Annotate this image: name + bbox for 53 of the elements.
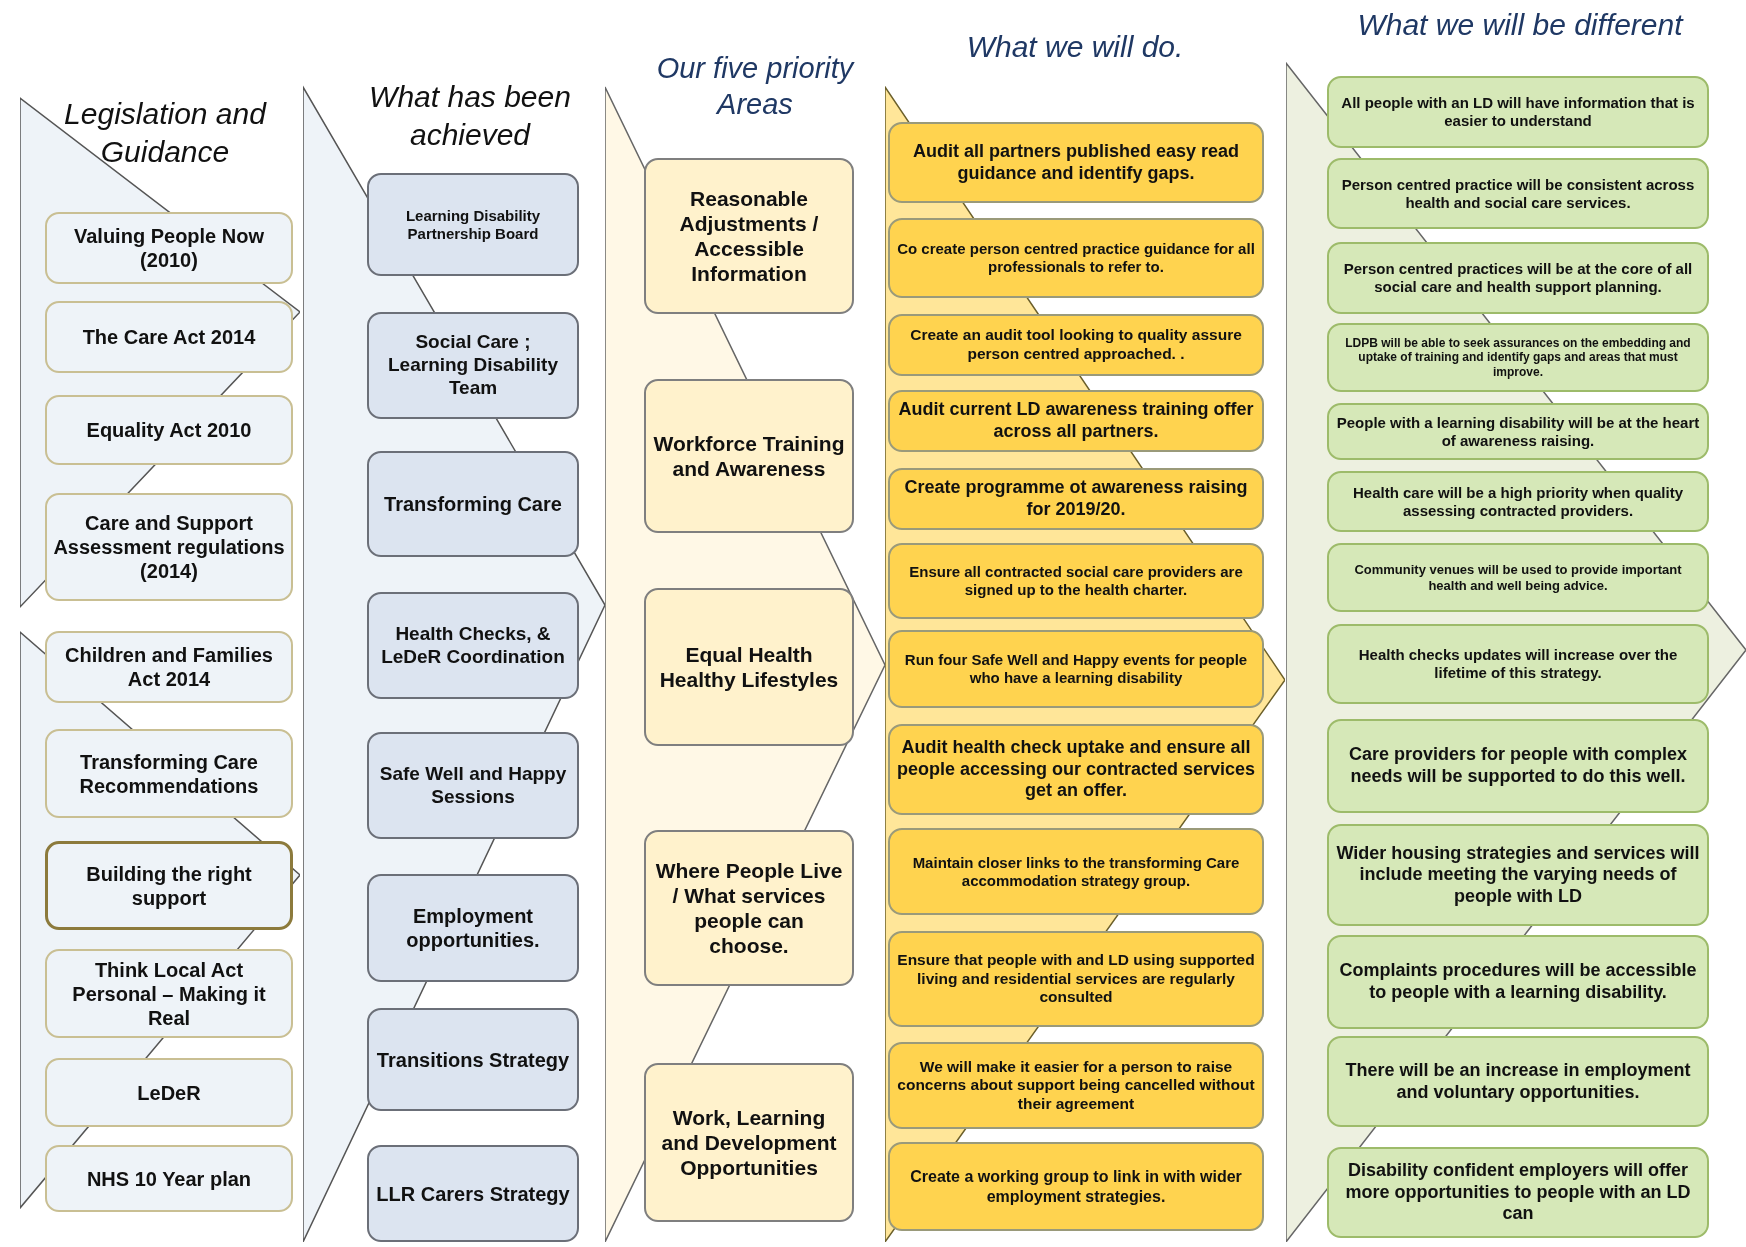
- text-card: LDPB will be able to seek assurances on the embedding and uptake of training and identify gaps and areas that must improve.: [1327, 323, 1709, 392]
- column-heading: Legislation and Guidance: [63, 96, 268, 170]
- text-card: Children and Families Act 2014: [45, 631, 293, 703]
- text-card: Equality Act 2010: [45, 395, 293, 465]
- text-card: Workforce Training and Awareness: [644, 379, 854, 533]
- text-card: All people with an LD will have information that is easier to understand: [1327, 76, 1709, 148]
- text-card: NHS 10 Year plan: [45, 1145, 293, 1212]
- text-card: Health checks updates will increase over the lifetime of this strategy.: [1327, 624, 1709, 704]
- text-card: Think Local Act Personal – Making it Real: [45, 949, 293, 1038]
- text-card: Equal Health Healthy Lifestyles: [644, 588, 854, 746]
- text-card: Audit health check uptake and ensure all people accessing our contracted services get an offer.: [888, 724, 1264, 815]
- text-card: Learning Disability Partnership Board: [367, 173, 579, 276]
- text-card: People with a learning disability will be at the heart of awareness raising.: [1327, 403, 1709, 460]
- text-card: Run four Safe Well and Happy events for people who have a learning disability: [888, 630, 1264, 708]
- text-card: Audit current LD awareness training offer across all partners.: [888, 390, 1264, 452]
- text-card: LeDeR: [45, 1058, 293, 1127]
- text-card: Care and Support Assessment regulations (2014): [45, 493, 293, 601]
- column-heading: What has been achieved: [368, 79, 572, 153]
- text-card: Care providers for people with complex needs will be supported to do this well.: [1327, 719, 1709, 813]
- text-card: The Care Act 2014: [45, 301, 293, 373]
- text-card: LLR Carers Strategy: [367, 1145, 579, 1242]
- text-card: Transforming Care Recommendations: [45, 729, 293, 818]
- text-card: Create an audit tool looking to quality assure person centred approached. .: [888, 314, 1264, 376]
- text-card: Wider housing strategies and services will include meeting the varying needs of people with LD: [1327, 824, 1709, 926]
- text-card: Person centred practice will be consistent across health and social care services.: [1327, 158, 1709, 229]
- text-card: Ensure all contracted social care providers are signed up to the health charter.: [888, 543, 1264, 619]
- text-card: Work, Learning and Development Opportunities: [644, 1063, 854, 1222]
- text-card: Reasonable Adjustments / Accessible Information: [644, 158, 854, 314]
- text-card: Disability confident employers will offer more opportunities to people with an LD can: [1327, 1147, 1709, 1238]
- text-card: Employment opportunities.: [367, 874, 579, 982]
- text-card: Health Checks, & LeDeR Coordination: [367, 592, 579, 699]
- text-card: Health care will be a high priority when quality assessing contracted providers.: [1327, 471, 1709, 532]
- text-card: Social Care ; Learning Disability Team: [367, 312, 579, 419]
- text-card: Audit all partners published easy read guidance and identify gaps.: [888, 122, 1264, 203]
- text-card: Building the right support: [45, 841, 293, 930]
- column-heading: What we will do.: [965, 29, 1185, 65]
- text-card: Safe Well and Happy Sessions: [367, 732, 579, 839]
- text-card: Community venues will be used to provide important health and well being advice.: [1327, 543, 1709, 612]
- column-heading: Our five priority Areas: [655, 51, 856, 123]
- text-card: Create programme ot awareness raising for 2019/20.: [888, 468, 1264, 530]
- text-card: There will be an increase in employment and voluntary opportunities.: [1327, 1036, 1709, 1127]
- text-card: Transforming Care: [367, 451, 579, 557]
- text-card: Valuing People Now (2010): [45, 212, 293, 284]
- text-card: Ensure that people with and LD using supported living and residential services are regularly consulted: [888, 931, 1264, 1027]
- text-card: Create a working group to link in with wider employment strategies.: [888, 1142, 1264, 1231]
- text-card: Person centred practices will be at the core of all social care and health support planning.: [1327, 242, 1709, 314]
- text-card: Where People Live / What services people can choose.: [644, 830, 854, 986]
- text-card: Complaints procedures will be accessible to people with a learning disability.: [1327, 935, 1709, 1029]
- text-card: Co create person centred practice guidance for all professionals to refer to.: [888, 218, 1264, 298]
- text-card: Transitions Strategy: [367, 1008, 579, 1111]
- column-heading: What we will be different: [1356, 7, 1685, 43]
- text-card: Maintain closer links to the transforming Care accommodation strategy group.: [888, 828, 1264, 915]
- text-card: We will make it easier for a person to raise concerns about support being cancelled without their agreement: [888, 1042, 1264, 1129]
